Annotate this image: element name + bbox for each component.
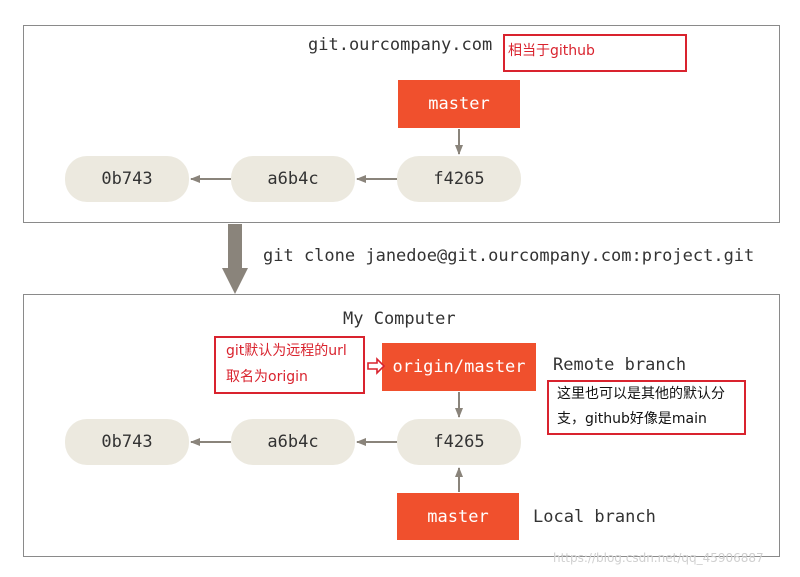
server-title: git.ourcompany.com [308, 35, 493, 55]
server-note: 相当于github [503, 34, 687, 72]
origin-pointer-arrow [367, 357, 386, 375]
local-title: My Computer [343, 309, 456, 329]
watermark: https://blog.csdn.net/qq_45906887 [553, 551, 764, 565]
remote-branch-note: 这里也可以是其他的默认分 支，github好像是main [547, 380, 746, 435]
origin-note-line2: 取名为origin [226, 369, 308, 385]
remote-branch-origin-master: origin/master [382, 343, 536, 391]
local-branch-label: Local branch [533, 507, 656, 527]
clone-arrow [222, 224, 248, 294]
remote-branch-label: Remote branch [553, 355, 687, 375]
remote-branch-note-line2: 支，github好像是main [557, 411, 707, 427]
server-commit-f4265: f4265 [397, 156, 521, 202]
origin-note: git默认为远程的url 取名为origin [214, 336, 365, 394]
server-branch-master: master [398, 80, 520, 128]
server-commit-a6b4c: a6b4c [231, 156, 355, 202]
server-commit-0b743: 0b743 [65, 156, 189, 202]
local-commit-a6b4c: a6b4c [231, 419, 355, 465]
origin-note-line1: git默认为远程的url [226, 343, 347, 359]
local-commit-f4265: f4265 [397, 419, 521, 465]
local-branch-master: master [397, 493, 519, 540]
server-note-text: 相当于github [508, 43, 595, 59]
clone-command: git clone janedoe@git.ourcompany.com:pro… [263, 246, 755, 266]
local-commit-0b743: 0b743 [65, 419, 189, 465]
remote-branch-note-line1: 这里也可以是其他的默认分 [557, 386, 725, 402]
